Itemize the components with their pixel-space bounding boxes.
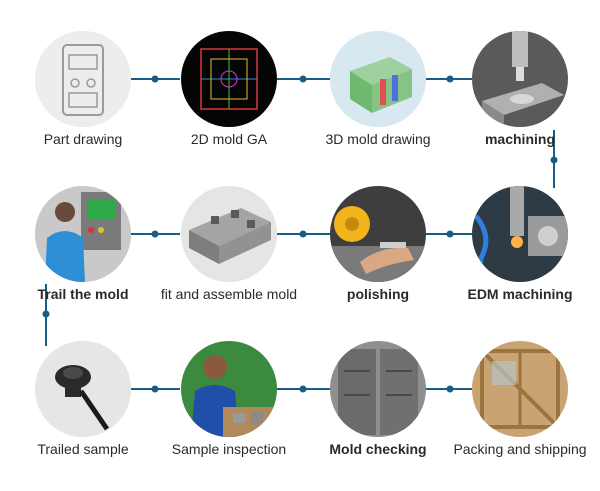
edm-machining-icon (472, 186, 568, 282)
step-2d-mold-ga: 2D mold GA (154, 31, 304, 181)
connector-dot (151, 230, 159, 238)
step-edm-machining: EDM machining (445, 186, 595, 336)
step-fit-assemble-mold: fit and assemble mold (154, 186, 304, 336)
connector-dot (42, 310, 50, 318)
step-label: machining (484, 131, 555, 147)
connector-dot (446, 75, 454, 83)
step-3d-mold-drawing: 3D mold drawing (303, 31, 453, 181)
step-label: Trail the mold (37, 286, 129, 302)
2d-mold-ga-icon (181, 31, 277, 127)
machining-icon (472, 31, 568, 127)
step-label: Mold checking (329, 441, 427, 457)
connector-dot (151, 75, 159, 83)
step-trial-mold: Trail the mold (8, 186, 158, 336)
packing-shipping-icon (472, 341, 568, 437)
step-label: 2D mold GA (190, 131, 268, 147)
connector-dot (299, 230, 307, 238)
connector-dot (446, 385, 454, 393)
step-packing-shipping: Packing and shipping (445, 341, 595, 491)
step-label: polishing (346, 286, 410, 302)
connector-dot (446, 230, 454, 238)
step-label: Part drawing (43, 131, 123, 147)
connector-lines (42, 75, 558, 393)
polishing-icon (330, 186, 426, 282)
connector-dot (299, 385, 307, 393)
step-polishing: polishing (303, 186, 453, 336)
step-label: EDM machining (467, 286, 573, 302)
step-part-drawing: Part drawing (8, 31, 158, 181)
connector-dot (550, 156, 558, 164)
step-machining: machining (445, 31, 595, 181)
step-label: Sample inspection (171, 441, 287, 457)
process-flow-diagram: Part drawing 2D mold GA 3D mold drawing (8, 31, 595, 457)
assemble-mold-icon (181, 186, 277, 282)
connector-dot (299, 75, 307, 83)
connector-dot (151, 385, 159, 393)
step-sample-inspection: Sample inspection (154, 341, 304, 491)
step-label: 3D mold drawing (325, 131, 431, 147)
step-label: fit and assemble mold (160, 286, 298, 302)
trailed-sample-icon (35, 341, 131, 437)
step-trailed-sample: Trailed sample (8, 341, 158, 491)
sample-inspection-icon (181, 341, 277, 437)
part-drawing-icon (35, 31, 131, 127)
mold-checking-icon (330, 341, 426, 437)
step-mold-checking: Mold checking (303, 341, 453, 491)
trial-mold-icon (35, 186, 131, 282)
3d-mold-drawing-icon (330, 31, 426, 127)
step-label: Trailed sample (37, 441, 129, 457)
step-label: Packing and shipping (453, 441, 587, 457)
